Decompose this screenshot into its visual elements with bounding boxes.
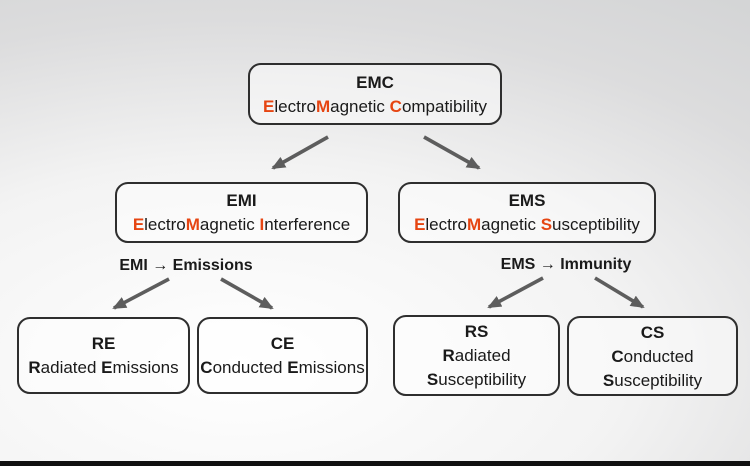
arrow-emc-to-emi	[271, 135, 329, 170]
node-re-expansion: Radiated Emissions	[28, 358, 179, 377]
node-rs-expansion-line2: Susceptibility	[426, 370, 527, 389]
node-ems: EMS ElectroMagnetic Susceptibility	[398, 182, 656, 243]
node-ems-expansion: ElectroMagnetic Susceptibility	[414, 215, 640, 234]
node-emc-expansion: ElectroMagnetic Compatibility	[263, 96, 487, 116]
node-cs-expansion-line1: Conducted	[611, 346, 694, 366]
node-cs: CS Conducted Susceptibility	[567, 316, 738, 396]
node-ce: CE Conducted Emissions	[197, 317, 368, 394]
node-re: RE Radiated Emissions	[17, 317, 190, 394]
node-emc: EMC ElectroMagnetic Compatibility	[248, 63, 502, 125]
label-emi-emissions: EMI → Emissions	[119, 257, 253, 274]
node-emi-expansion: ElectroMagnetic Interference	[132, 215, 351, 234]
node-rs: RS Radiated Susceptibility	[393, 315, 560, 396]
node-emc-acronym: EMC	[356, 72, 394, 92]
node-ce-acronym: CE	[270, 334, 295, 353]
arrow-emi-to-re	[112, 277, 170, 310]
arrow-ems-to-rs	[487, 276, 544, 309]
node-emi: EMI ElectroMagnetic Interference	[115, 182, 368, 243]
node-cs-expansion-line2: Susceptibility	[602, 370, 703, 390]
arrow-emc-to-ems	[423, 135, 481, 170]
node-re-acronym: RE	[91, 334, 116, 353]
node-ems-acronym: EMS	[508, 191, 546, 210]
node-ce-expansion: Conducted Emissions	[200, 358, 365, 377]
bottom-bar	[0, 461, 750, 466]
node-rs-acronym: RS	[464, 322, 489, 341]
node-rs-expansion-line1: Radiated	[442, 346, 511, 365]
arrow-emi-to-ce	[220, 277, 274, 310]
node-cs-acronym: CS	[640, 322, 665, 342]
label-ems-immunity: EMS → Immunity	[500, 256, 632, 273]
node-emi-acronym: EMI	[226, 191, 257, 210]
arrow-ems-to-cs	[594, 276, 645, 309]
